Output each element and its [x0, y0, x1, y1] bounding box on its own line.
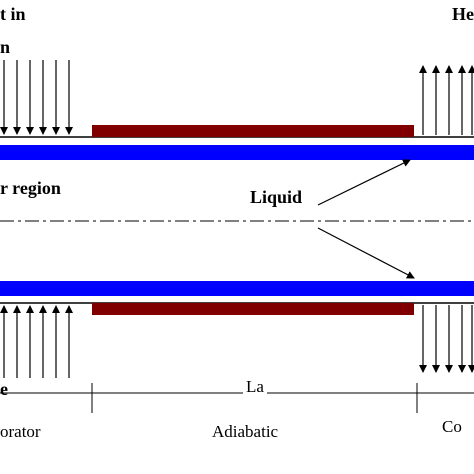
liquid-arrow-upper: [317, 159, 411, 206]
heat-in-label-line2: n: [0, 37, 11, 57]
heat-out-label: He: [452, 4, 474, 24]
liquid-arrow-lower: [317, 227, 415, 279]
upper-liquid-layer: [0, 145, 474, 160]
heat-in-arrows-bottom: [0, 305, 73, 378]
lower-insulation: [92, 303, 414, 315]
vapor-region-label: r region: [0, 178, 61, 198]
liquid-label: Liquid: [250, 187, 303, 207]
adiabatic-length-label: La: [243, 378, 267, 395]
heat-in-arrows-top: [0, 60, 73, 135]
lower-liquid-layer: [0, 281, 474, 296]
heat-out-arrows-bottom: [419, 305, 474, 373]
adiabatic-section-label: Adiabatic: [212, 422, 279, 441]
evaporator-section-label: orator: [0, 422, 41, 441]
upper-insulation: [92, 125, 414, 137]
heat-in-label-line1: t in: [0, 4, 26, 24]
condenser-section-label: Co: [442, 417, 462, 436]
evaporator-length-label: e: [0, 379, 8, 399]
heat-out-arrows-top: [419, 65, 474, 135]
